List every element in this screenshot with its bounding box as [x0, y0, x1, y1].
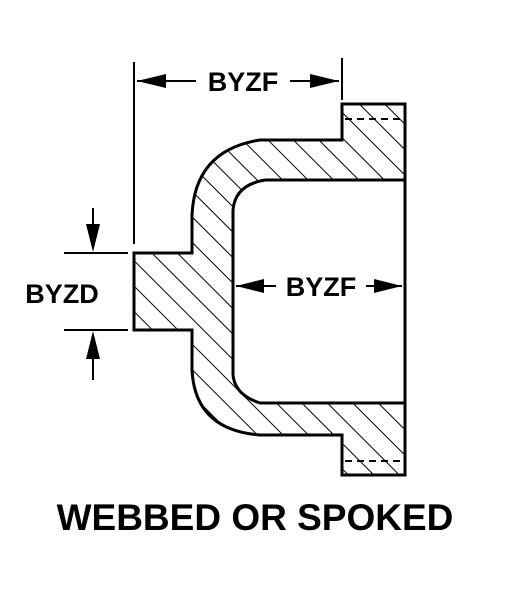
left-arrow-bottom: [86, 331, 100, 359]
caption: WEBBED OR SPOKED: [57, 497, 454, 538]
inner-arrow-right: [374, 279, 402, 293]
left-dimension-label: BYZD: [25, 279, 99, 309]
left-arrow-top: [86, 224, 100, 252]
top-arrow-right: [310, 74, 339, 88]
hatched-section: [132, 102, 407, 477]
inner-dimension-label: BYZF: [286, 272, 357, 302]
top-arrow-left: [137, 74, 166, 88]
top-dimension-label: BYZF: [208, 67, 279, 97]
inner-arrow-left: [236, 279, 264, 293]
